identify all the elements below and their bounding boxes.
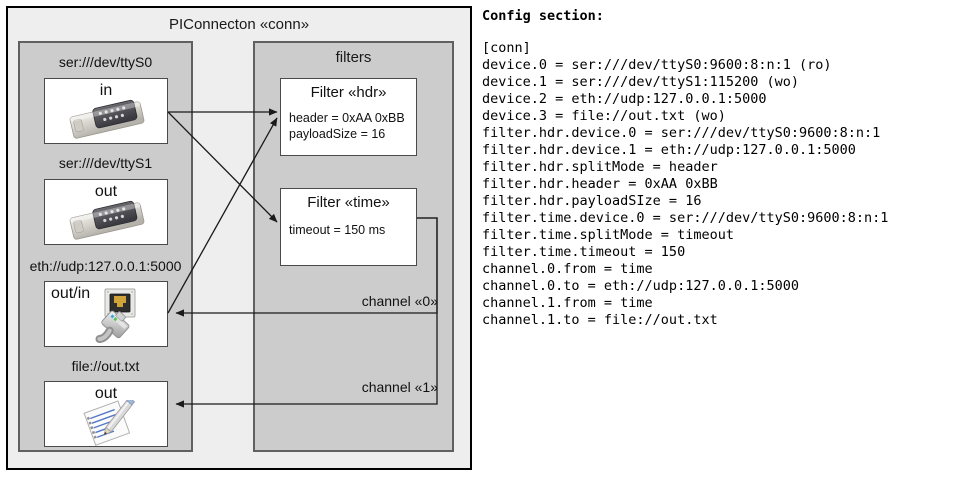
text-document-icon (81, 396, 139, 446)
filter-prop-header: header = 0xAA 0xBB (289, 111, 405, 125)
device-label-file: file://out.txt (71, 358, 140, 374)
config-line: channel.0.to = eth://udp:127.0.0.1:5000 (482, 278, 799, 294)
filter-prop-payloadsize: payloadSize = 16 (289, 127, 386, 141)
channel-label-0: channel «0» (361, 293, 438, 309)
config-line: channel.1.from = time (482, 295, 653, 311)
component-title: PIConnecton «conn» (168, 16, 310, 33)
config-line: filter.time.timeout = 150 (482, 244, 686, 260)
config-line: filter.time.splitMode = timeout (482, 227, 734, 243)
device-direction-ttyS0: in (99, 82, 113, 99)
config-line: channel.1.to = file://out.txt (482, 312, 718, 328)
device-label-ttyS1: ser:///dev/ttyS1 (58, 155, 153, 171)
filter-prop-timeout: timeout = 150 ms (289, 223, 386, 237)
config-line: device.0 = ser:///dev/ttyS0:9600:8:n:1 (… (482, 57, 832, 73)
serial-port-icon (65, 200, 149, 242)
config-line: filter.hdr.splitMode = header (482, 159, 718, 175)
device-label-eth: eth://udp:127.0.0.1:5000 (29, 258, 182, 274)
filter-box-hdr[interactable]: Filter «hdr» header = 0xAA 0xBB payloadS… (280, 78, 417, 156)
filters-panel-title: filters (335, 49, 372, 66)
filter-title-time: Filter «time» (307, 194, 390, 211)
device-box-file[interactable]: out (44, 381, 168, 447)
config-heading: Config section: (482, 8, 604, 24)
config-line: filter.time.device.0 = ser:///dev/ttyS0:… (482, 210, 889, 226)
config-line: filter.hdr.device.1 = eth://udp:127.0.0.… (482, 142, 856, 158)
config-line: device.1 = ser:///dev/ttyS1:115200 (wo) (482, 74, 799, 90)
ethernet-plug-icon (83, 287, 145, 345)
config-line: channel.0.from = time (482, 261, 653, 277)
filter-box-time[interactable]: Filter «time» timeout = 150 ms (280, 188, 417, 266)
config-lines: [conn]device.0 = ser:///dev/ttyS0:9600:8… (482, 40, 888, 329)
config-line: filter.hdr.payloadSIze = 16 (482, 193, 702, 209)
device-box-ttyS0[interactable]: in (44, 78, 168, 144)
config-line: device.2 = eth://udp:127.0.0.1:5000 (482, 91, 767, 107)
config-line: device.3 = file://out.txt (wo) (482, 108, 726, 124)
config-line: filter.hdr.header = 0xAA 0xBB (482, 176, 718, 192)
device-box-eth[interactable]: out/in (44, 281, 168, 347)
channel-label-1: channel «1» (361, 379, 438, 395)
filter-title-hdr: Filter «hdr» (310, 84, 387, 101)
device-label-ttyS0: ser:///dev/ttyS0 (58, 54, 153, 70)
config-line: filter.hdr.device.0 = ser:///dev/ttyS0:9… (482, 125, 881, 141)
device-box-ttyS1[interactable]: out (44, 179, 168, 245)
config-line: [conn] (482, 40, 531, 56)
device-direction-ttyS1: out (94, 183, 118, 200)
serial-port-icon (65, 99, 149, 141)
